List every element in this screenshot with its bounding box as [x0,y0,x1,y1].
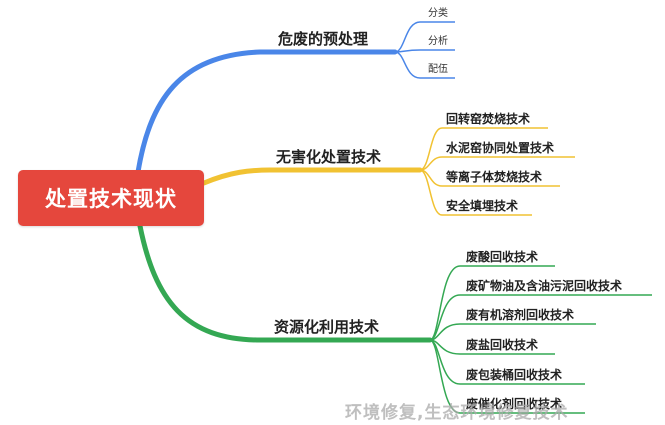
leaf-connector [429,294,652,341]
root-node[interactable]: 处置技术现状 [18,170,204,226]
leaf-connector [394,51,455,79]
leaf-node-waste-catalyst[interactable]: 废催化剂回收技术 [466,397,563,411]
branch-node-harmless-disposal[interactable]: 无害化处置技术 [276,148,382,166]
leaf-node-waste-salt[interactable]: 废盐回收技术 [466,338,539,352]
leaf-node-classification[interactable]: 分类 [428,8,448,19]
leaf-connector [419,127,548,171]
leaf-connector [419,156,575,171]
leaf-node-waste-acid[interactable]: 废酸回收技术 [466,250,539,264]
leaf-node-plasma-incineration[interactable]: 等离子体焚烧技术 [446,170,543,184]
leaf-node-waste-packaging-drum[interactable]: 废包装桶回收技术 [466,368,563,382]
branch-connector-preprocessing [135,49,398,175]
leaf-connector [419,169,532,216]
leaf-connector [394,49,455,53]
branch-node-resource-utilization[interactable]: 资源化利用技术 [274,318,380,336]
leaf-connector [394,21,455,53]
leaf-node-rotary-kiln[interactable]: 回转窑焚烧技术 [446,112,531,126]
leaf-node-waste-mineral-oil[interactable]: 废矿物油及含油污泥回收技术 [466,279,623,293]
leaf-node-analysis[interactable]: 分析 [428,36,448,47]
leaf-connector [429,323,596,341]
leaf-node-cement-kiln[interactable]: 水泥窑协同处置技术 [446,141,555,155]
branch-node-preprocessing[interactable]: 危废的预处理 [278,30,369,48]
leaf-node-compatibility[interactable]: 配伍 [428,64,448,75]
leaf-node-waste-organic-solvent[interactable]: 废有机溶剂回收技术 [466,308,575,322]
leaf-node-safe-landfill[interactable]: 安全填埋技术 [446,199,519,213]
leaf-connector [429,339,585,414]
branch-connector-resource [137,223,433,343]
leaf-connector [429,265,555,341]
watermark-text: 环境修复,生态环境修复技术 [345,403,569,423]
branch-connector-harmless [201,167,423,186]
